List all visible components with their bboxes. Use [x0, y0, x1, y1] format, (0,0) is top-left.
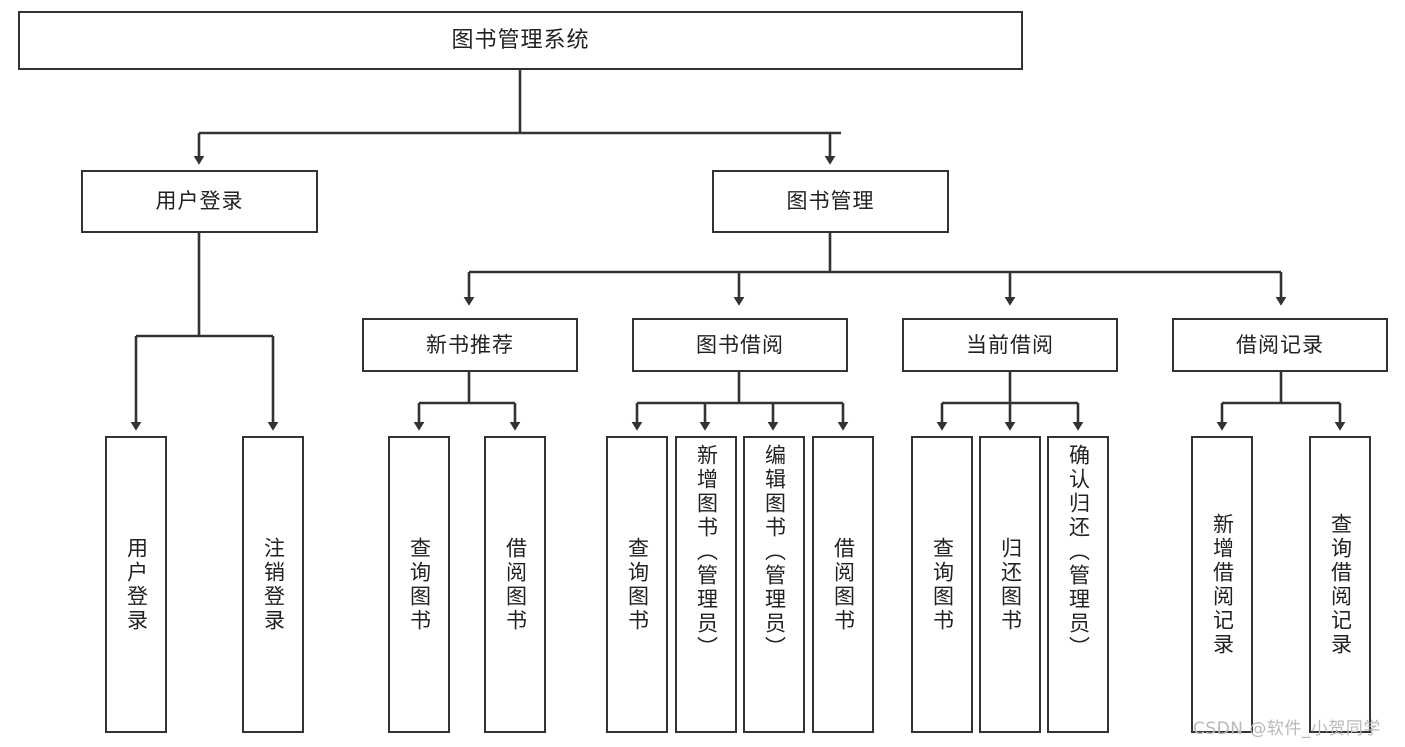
leaf-query-book-2-label: 查询图书: [625, 536, 650, 633]
node-new-book-recommend[interactable]: 新书推荐: [362, 318, 578, 372]
leaf-add-book[interactable]: 新增图书（管理员）: [675, 436, 737, 733]
leaf-query-book-3-label: 查询图书: [930, 536, 955, 633]
watermark: CSDN @软件_小贺同学: [1193, 719, 1381, 739]
node-new-book-recommend-label: 新书推荐: [426, 332, 514, 357]
node-book-borrow-label: 图书借阅: [696, 332, 784, 357]
leaf-query-book-2[interactable]: 查询图书: [606, 436, 668, 733]
leaf-confirm-return-label: 确认归还（管理员）: [1066, 444, 1091, 660]
leaf-logout-login[interactable]: 注销登录: [242, 436, 304, 733]
node-current-borrow[interactable]: 当前借阅: [902, 318, 1118, 372]
leaf-query-book-1[interactable]: 查询图书: [388, 436, 450, 733]
node-user-login[interactable]: 用户登录: [81, 170, 318, 233]
node-borrow-record[interactable]: 借阅记录: [1172, 318, 1388, 372]
node-book-borrow[interactable]: 图书借阅: [632, 318, 848, 372]
leaf-query-book-3[interactable]: 查询图书: [911, 436, 973, 733]
node-book-manage[interactable]: 图书管理: [712, 170, 949, 233]
leaf-borrow-book-2[interactable]: 借阅图书: [812, 436, 874, 733]
node-book-manage-label: 图书管理: [786, 189, 875, 214]
leaf-add-record[interactable]: 新增借阅记录: [1191, 436, 1253, 733]
leaf-confirm-return[interactable]: 确认归还（管理员）: [1047, 436, 1109, 733]
node-user-login-label: 用户登录: [155, 189, 244, 214]
leaf-borrow-book-2-label: 借阅图书: [831, 536, 856, 633]
leaf-borrow-book-1[interactable]: 借阅图书: [484, 436, 546, 733]
leaf-return-book[interactable]: 归还图书: [979, 436, 1041, 733]
node-borrow-record-label: 借阅记录: [1236, 332, 1324, 357]
leaf-edit-book[interactable]: 编辑图书（管理员）: [743, 436, 805, 733]
leaf-borrow-book-1-label: 借阅图书: [503, 536, 528, 633]
leaf-user-login-label: 用户登录: [124, 536, 149, 633]
leaf-query-book-1-label: 查询图书: [407, 536, 432, 633]
leaf-query-record-label: 查询借阅记录: [1328, 512, 1353, 657]
leaf-logout-login-label: 注销登录: [261, 536, 286, 633]
node-root-book-management-system[interactable]: 图书管理系统: [18, 11, 1023, 70]
leaf-return-book-label: 归还图书: [998, 536, 1023, 633]
node-root-label: 图书管理系统: [451, 27, 590, 53]
node-current-borrow-label: 当前借阅: [966, 332, 1054, 357]
leaf-edit-book-label: 编辑图书（管理员）: [762, 444, 787, 660]
leaf-user-login[interactable]: 用户登录: [105, 436, 167, 733]
leaf-query-record[interactable]: 查询借阅记录: [1309, 436, 1371, 733]
leaf-add-book-label: 新增图书（管理员）: [694, 444, 719, 660]
leaf-add-record-label: 新增借阅记录: [1210, 512, 1235, 657]
